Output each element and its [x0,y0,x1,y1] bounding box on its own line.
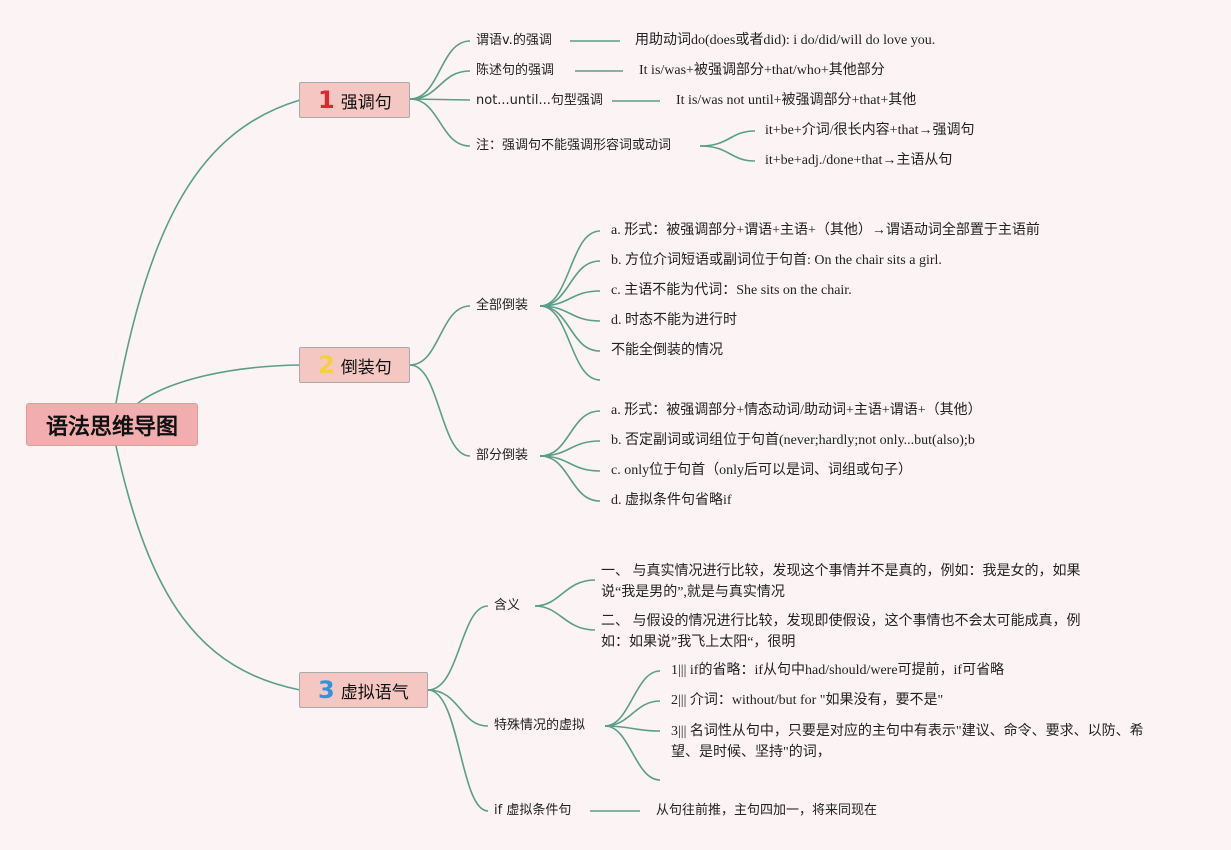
node-statement-emphasis-detail[interactable]: It is/was+被强调部分+that/who+其他部分 [639,63,885,78]
node-predicate-emphasis-detail[interactable]: 用助动词do(does或者did): i do/did/will do love… [635,33,936,48]
partial-inversion-item[interactable]: a. 形式：被强调部分+情态动词/助动词+主语+谓语+（其他） [611,403,982,418]
special-item[interactable]: 2||| 介词：without/but for "如果没有，要不是" [671,693,944,708]
number-2-icon: 2 [318,351,335,379]
link-root-topic2 [137,364,301,404]
full-inversion-item[interactable]: b. 方位介词短语或副词位于句首: On the chair sits a gi… [611,253,942,268]
node-partial-inversion[interactable]: 部分倒装 [476,448,529,463]
topic-label: 强调句 [340,92,392,113]
number-3-icon: 3 [318,676,335,704]
number-1-icon: 1 [318,86,335,114]
special-item[interactable]: 1||| if的省略：if从句中had/should/were可提前，if可省略 [671,663,1005,678]
full-inversion-item[interactable]: d. 时态不能为进行时 [611,313,737,328]
topic-label: 倒装句 [340,357,392,378]
topic-label: 虚拟语气 [340,682,409,703]
meaning-item[interactable]: 二、 与假设的情况进行比较，发现即使假设，这个事情也不会太可能成真，例如：如果说… [601,614,1081,650]
link-root-topic1 [115,99,301,404]
node-full-inversion[interactable]: 全部倒装 [476,298,529,313]
node-meaning[interactable]: 含义 [494,598,521,613]
node-if-clause[interactable]: if 虚拟条件句 [494,803,572,818]
root-title: 语法思维导图 [45,414,178,440]
partial-inversion-item[interactable]: b. 否定副词或词组位于句首(never;hardly;not only...b… [611,433,975,448]
node-note[interactable]: 注：强调句不能强调形容词或动词 [476,138,672,153]
node-note-sub1[interactable]: it+be+介词/很长内容+that→强调句 [765,123,975,138]
node-special-subjunctive[interactable]: 特殊情况的虚拟 [494,718,586,733]
special-item[interactable]: 3||| 名词性从句中，只要是对应的主句中有表示"建议、命令、要求、以防、希望、… [671,724,1144,760]
node-if-clause-detail[interactable]: 从句往前推，主句四加一，将来同现在 [656,803,878,818]
topic-emphasis[interactable]: 1 强调句 [299,82,410,118]
partial-inversion-item[interactable]: c. only位于句首（only后可以是词、词组或句子） [611,463,912,478]
partial-inversion-item[interactable]: d. 虚拟条件句省略if [611,493,732,508]
node-statement-emphasis[interactable]: 陈述句的强调 [476,63,555,78]
full-inversion-item[interactable]: 不能全倒装的情况 [611,343,723,358]
root-node[interactable]: 语法思维导图 [26,403,198,446]
full-inversion-item[interactable]: a. 形式：被强调部分+谓语+主语+（其他）→谓语动词全部置于主语前 [611,223,1040,238]
link-root-topic3 [115,445,301,691]
node-note-sub2[interactable]: it+be+adj./done+that→主语从句 [765,153,953,168]
node-predicate-emphasis[interactable]: 谓语v.的强调 [476,33,552,48]
meaning-item[interactable]: 一、 与真实情况进行比较，发现这个事情并不是真的，例如：我是女的，如果说“我是男… [601,564,1081,600]
node-not-until-detail[interactable]: It is/was not until+被强调部分+that+其他 [676,93,917,108]
node-not-until[interactable]: not...until...句型强调 [476,93,603,108]
full-inversion-item[interactable]: c. 主语不能为代词：She sits on the chair. [611,283,852,298]
topic-inversion[interactable]: 2 倒装句 [299,347,410,383]
topic-subjunctive[interactable]: 3 虚拟语气 [299,672,428,708]
